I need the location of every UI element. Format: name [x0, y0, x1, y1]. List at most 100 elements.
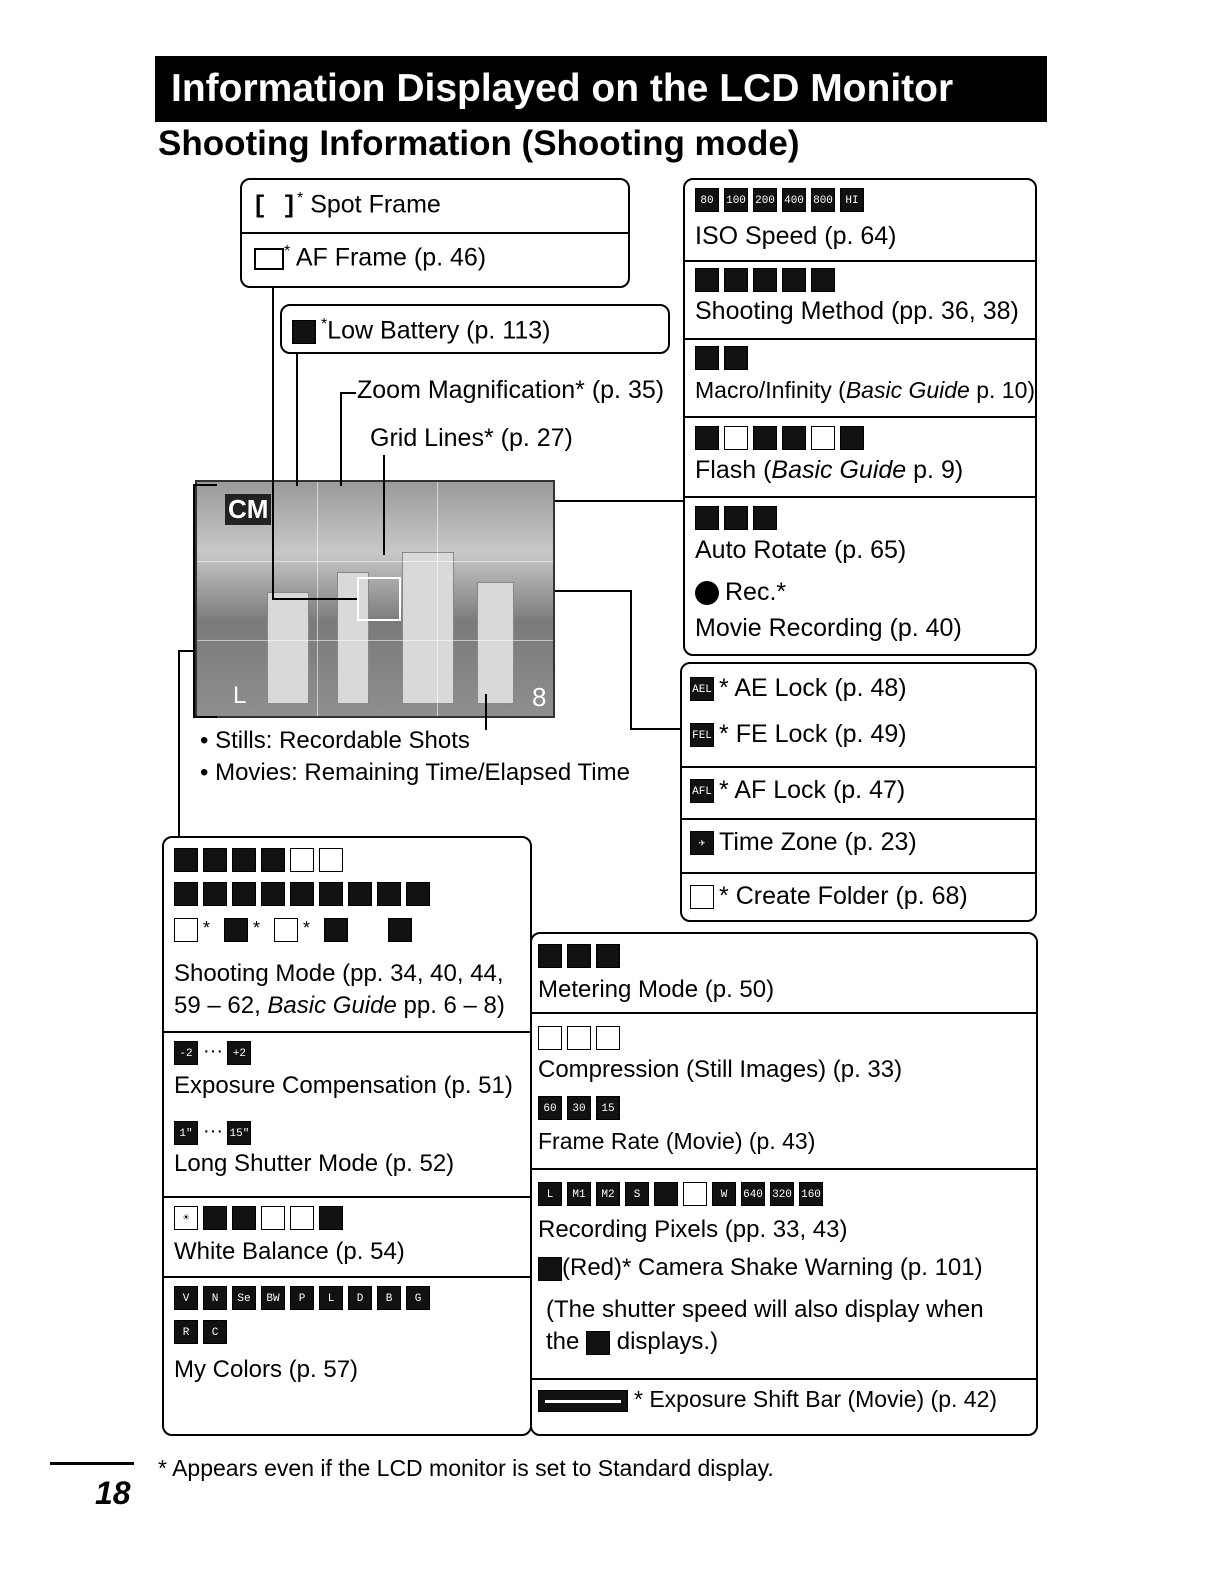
shooting-mode-italic: Basic Guide	[267, 992, 396, 1019]
auto-rotate-label: Auto Rotate (p. 65)	[695, 536, 906, 565]
infinity-mountain-icon	[724, 346, 748, 370]
af-lock-label: AF Lock (p. 47)	[734, 776, 905, 804]
asterisk: *	[297, 190, 303, 207]
zoom-magnification-label: Zoom Magnification* (p. 35)	[357, 376, 664, 405]
long-shutter-label: Long Shutter Mode (p. 52)	[174, 1150, 454, 1178]
rotate-left-icon	[753, 506, 777, 530]
compression-label: Compression (Still Images) (p. 33)	[538, 1056, 902, 1084]
continuous-icon	[724, 268, 748, 292]
white-balance-label: White Balance (p. 54)	[174, 1238, 405, 1266]
create-folder-label: Create Folder (p. 68)	[736, 882, 968, 910]
color-swap-icon	[290, 848, 314, 872]
battery-icon	[292, 320, 316, 344]
shooting-mode-icons-row1	[174, 848, 348, 872]
exposure-shift-bar-icon	[538, 1390, 628, 1412]
af-lock-row: AFL* AF Lock (p. 47)	[690, 776, 905, 805]
flash-on-icon	[782, 426, 806, 450]
exposure-shift-label: * Exposure Shift Bar (Movie) (p. 42)	[634, 1386, 997, 1412]
asterisk: *	[719, 720, 729, 748]
my-colors-positive-icon: P	[290, 1286, 314, 1310]
fe-lock-icon: FEL	[690, 723, 714, 747]
section-heading: Shooting Information (Shooting mode)	[158, 124, 800, 164]
low-battery-label: Low Battery (p. 113)	[327, 316, 550, 344]
flash-red-eye-icon	[753, 426, 777, 450]
kids-pets-icon	[406, 882, 430, 906]
fireworks-icon	[290, 882, 314, 906]
movie-email-icon	[274, 918, 298, 942]
shooting-mode-icons-row2	[174, 882, 435, 906]
movie-standard-icon	[174, 918, 198, 942]
macro-suffix: p. 10)	[970, 377, 1035, 403]
indoor-icon	[377, 882, 401, 906]
superfine-icon	[538, 1026, 562, 1050]
digital-macro-icon	[232, 848, 256, 872]
rotate-right-icon	[724, 506, 748, 530]
exposure-comp-label: Exposure Compensation (p. 51)	[174, 1072, 513, 1100]
pixels-small-icon: S	[625, 1182, 649, 1206]
my-colors-lighter-icon: L	[319, 1286, 343, 1310]
iso-100-icon: 100	[724, 188, 748, 212]
date-stamp-icon	[683, 1182, 707, 1206]
shooting-mode-prefix: 59 – 62,	[174, 992, 267, 1019]
flash-off-icon	[811, 426, 835, 450]
asterisk: *	[719, 674, 729, 702]
frame-rate-15-icon: 15	[596, 1096, 620, 1120]
spot-frame-label: Spot Frame	[310, 190, 441, 218]
iso-200-icon: 200	[753, 188, 777, 212]
left-lower-panel: *** Shooting Mode (pp. 34, 40, 44, 59 – …	[162, 836, 532, 1436]
shutter-note-prefix: the	[546, 1328, 579, 1355]
iso-icons: 80100200400800HI	[695, 188, 869, 212]
pixels-medium2-icon: M2	[596, 1182, 620, 1206]
movie-color-accent-icon	[324, 918, 348, 942]
slow-sync-icon	[840, 426, 864, 450]
grid-lines-label: Grid Lines* (p. 27)	[370, 424, 573, 453]
ae-lock-icon: AEL	[690, 677, 714, 701]
ev-minus-icon: -2	[174, 1041, 198, 1065]
flash-italic: Basic Guide	[771, 456, 906, 484]
auto-rotate-icons	[695, 506, 782, 530]
macro-icon	[695, 346, 719, 370]
flash-suffix: p. 9)	[906, 456, 963, 484]
shooting-mode-icons-row3: ***	[174, 918, 417, 942]
my-colors-red-icon: R	[174, 1320, 198, 1344]
compression-icons	[538, 1026, 625, 1050]
pixels-medium1-icon: M1	[567, 1182, 591, 1206]
evaluative-metering-icon	[538, 944, 562, 968]
custom-wb-icon	[319, 1206, 343, 1230]
af-lock-icon: AFL	[690, 779, 714, 803]
ae-lock-label: AE Lock (p. 48)	[734, 674, 906, 702]
asterisk: *	[284, 243, 290, 260]
shooting-mode-badge: CM	[225, 494, 271, 525]
tungsten-icon	[232, 1206, 256, 1230]
footnote: * Appears even if the LCD monitor is set…	[158, 1455, 774, 1482]
page-number: 18	[95, 1475, 131, 1512]
metering-mode-label: Metering Mode (p. 50)	[538, 976, 774, 1004]
my-colors-custom-icon: C	[203, 1320, 227, 1344]
self-timer-10s-icon	[753, 268, 777, 292]
iso-speed-label: ISO Speed (p. 64)	[695, 222, 897, 251]
recording-pixels-indicator: L	[233, 682, 246, 710]
movie-color-swap-icon	[388, 918, 412, 942]
spot-frame-row: [ ]* Spot Frame	[252, 190, 441, 220]
record-dot-icon	[695, 581, 719, 605]
spot-frame-icon: [ ]	[252, 191, 297, 220]
macro-prefix: Macro/Infinity (	[695, 377, 846, 403]
camera-shake-row: (Red)* Camera Shake Warning (p. 101)	[538, 1254, 983, 1282]
shutter-15s-icon: 15"	[227, 1121, 251, 1145]
my-colors-blue-icon: B	[377, 1286, 401, 1310]
shutter-note-line2: the displays.)	[546, 1328, 718, 1356]
asterisk: *	[719, 776, 729, 804]
macro-italic: Basic Guide	[846, 377, 970, 403]
flash-auto-icon	[695, 426, 719, 450]
shots-list-item-movies: • Movies: Remaining Time/Elapsed Time	[200, 759, 630, 787]
shots-remaining-indicator: 8	[532, 682, 546, 713]
frame-rate-60-icon: 60	[538, 1096, 562, 1120]
movie-recording-label: Movie Recording (p. 40)	[695, 614, 962, 643]
page-banner-title: Information Displayed on the LCD Monitor	[155, 56, 1047, 122]
shooting-mode-label-line2: 59 – 62, Basic Guide pp. 6 – 8)	[174, 992, 505, 1020]
postcard-icon	[654, 1182, 678, 1206]
normal-icon	[596, 1026, 620, 1050]
shutter-note-line1: (The shutter speed will also display whe…	[546, 1296, 984, 1324]
exposure-comp-icons: -2··· +2	[174, 1040, 256, 1065]
rec-label: Rec.*	[725, 578, 786, 606]
